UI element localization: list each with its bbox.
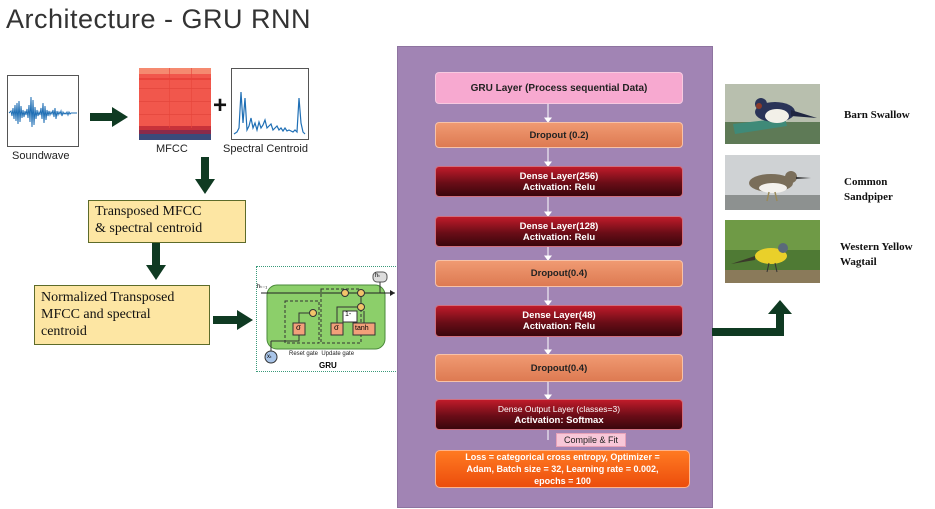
dense-layer-48-label: Dense Layer(48) bbox=[522, 310, 596, 321]
dropout-layer-1-label: Dropout (0.2) bbox=[529, 129, 589, 141]
arrow-to-mfcc bbox=[90, 107, 128, 127]
dense-layer-256-label: Dense Layer(256) bbox=[519, 170, 599, 182]
dropout-layer-2: Dropout(0.4) bbox=[435, 260, 683, 287]
soundwave-label: Soundwave bbox=[12, 150, 70, 162]
gru-h-next: hₜ bbox=[375, 273, 381, 279]
dense-output-layer-activation: Activation: Softmax bbox=[514, 414, 604, 426]
layer-connectors bbox=[544, 104, 552, 440]
gru-layer: GRU Layer (Process sequential Data) bbox=[435, 72, 683, 104]
dropout-layer-3-label: Dropout(0.4) bbox=[530, 362, 588, 374]
gru-cell-graphic bbox=[261, 271, 395, 364]
gru-h-prev: hₜ₋₁ bbox=[257, 284, 268, 290]
dropout-layer-1: Dropout (0.2) bbox=[435, 122, 683, 148]
gru-sigma-1: σ bbox=[296, 323, 301, 332]
dense-layer-256-activation: Activation: Relu bbox=[522, 181, 596, 193]
soundwave-plot bbox=[7, 75, 79, 147]
dense-output-layer-label: Dense Output Layer (classes=3) bbox=[497, 403, 621, 414]
dropout-layer-3: Dropout(0.4) bbox=[435, 354, 683, 382]
plus-sign: + bbox=[213, 92, 228, 119]
transposed-box: Transposed MFCC & spectral centroid bbox=[88, 200, 246, 243]
transposed-line-2: & spectral centroid bbox=[95, 221, 203, 236]
gru-tanh: tanh bbox=[355, 325, 369, 332]
common-sandpiper-photo bbox=[725, 155, 820, 210]
arrow-to-normalized bbox=[146, 243, 166, 280]
normalized-line-3: centroid bbox=[41, 324, 87, 339]
normalized-line-2: MFCC and spectral bbox=[41, 307, 151, 322]
dropout-layer-2-label: Dropout(0.4) bbox=[530, 268, 588, 279]
dense-layer-128-activation: Activation: Relu bbox=[522, 231, 596, 243]
gru-one-minus: 1- bbox=[345, 311, 352, 318]
page-title: Architecture - GRU RNN bbox=[6, 4, 312, 34]
arrow-to-gru-cell bbox=[213, 310, 253, 330]
gru-layer-label: GRU Layer (Process sequential Data) bbox=[470, 82, 648, 94]
compile-fit-tag: Compile & Fit bbox=[556, 433, 626, 447]
arrow-to-transposed bbox=[195, 157, 215, 194]
dense-layer-128: Dense Layer(128) Activation: Relu bbox=[435, 216, 683, 247]
dense-layer-256: Dense Layer(256) Activation: Relu bbox=[435, 166, 683, 197]
dense-layer-48-activation: Activation: Relu bbox=[522, 321, 596, 332]
western-yellow-wagtail-photo bbox=[725, 220, 820, 283]
dense-layer-128-label: Dense Layer(128) bbox=[519, 220, 599, 232]
barn-swallow-photo bbox=[725, 84, 820, 144]
output-common-sandpiper-line-1: Common bbox=[844, 176, 888, 188]
dense-output-layer: Dense Output Layer (classes=3) Activatio… bbox=[435, 399, 683, 430]
mfcc-label: MFCC bbox=[156, 143, 188, 155]
spectral-centroid-label: Spectral Centroid bbox=[223, 143, 308, 155]
output-western-yellow-wagtail-line-1: Western Yellow bbox=[840, 241, 913, 253]
output-western-yellow-wagtail-line-2: Wagtail bbox=[840, 256, 877, 268]
output-barn-swallow: Barn Swallow bbox=[844, 108, 910, 123]
gru-cell-diagram: σ σ 1- tanh hₜ xₜ hₜ₋₁ Reset gate Update… bbox=[256, 266, 398, 372]
gru-sigma-2: σ bbox=[334, 323, 339, 332]
training-config-line-3: epochs = 100 bbox=[534, 476, 591, 486]
gru-caption: GRU bbox=[319, 361, 337, 370]
output-common-sandpiper-line-2: Sandpiper bbox=[844, 191, 893, 203]
normalized-box: Normalized Transposed MFCC and spectral … bbox=[34, 285, 210, 345]
dense-layer-48: Dense Layer(48) Activation: Relu bbox=[435, 305, 683, 337]
mfcc-heatmap bbox=[139, 68, 211, 140]
gru-x-in: xₜ bbox=[267, 354, 272, 360]
training-config-line-1: Loss = categorical cross entropy, Optimi… bbox=[465, 452, 660, 462]
training-config-line-2: Adam, Batch size = 32, Learning rate = 0… bbox=[466, 464, 659, 474]
arrow-to-outputs bbox=[712, 300, 792, 336]
output-common-sandpiper: Common Sandpiper bbox=[844, 175, 893, 205]
training-config-box: Loss = categorical cross entropy, Optimi… bbox=[435, 450, 690, 488]
gru-gates-label: Reset gate Update gate bbox=[289, 351, 355, 357]
output-western-yellow-wagtail: Western Yellow Wagtail bbox=[840, 240, 913, 270]
transposed-line-1: Transposed MFCC bbox=[95, 204, 202, 219]
normalized-line-1: Normalized Transposed bbox=[41, 290, 175, 305]
output-barn-swallow-line-1: Barn Swallow bbox=[844, 109, 910, 121]
spectral-centroid-plot bbox=[231, 68, 309, 140]
